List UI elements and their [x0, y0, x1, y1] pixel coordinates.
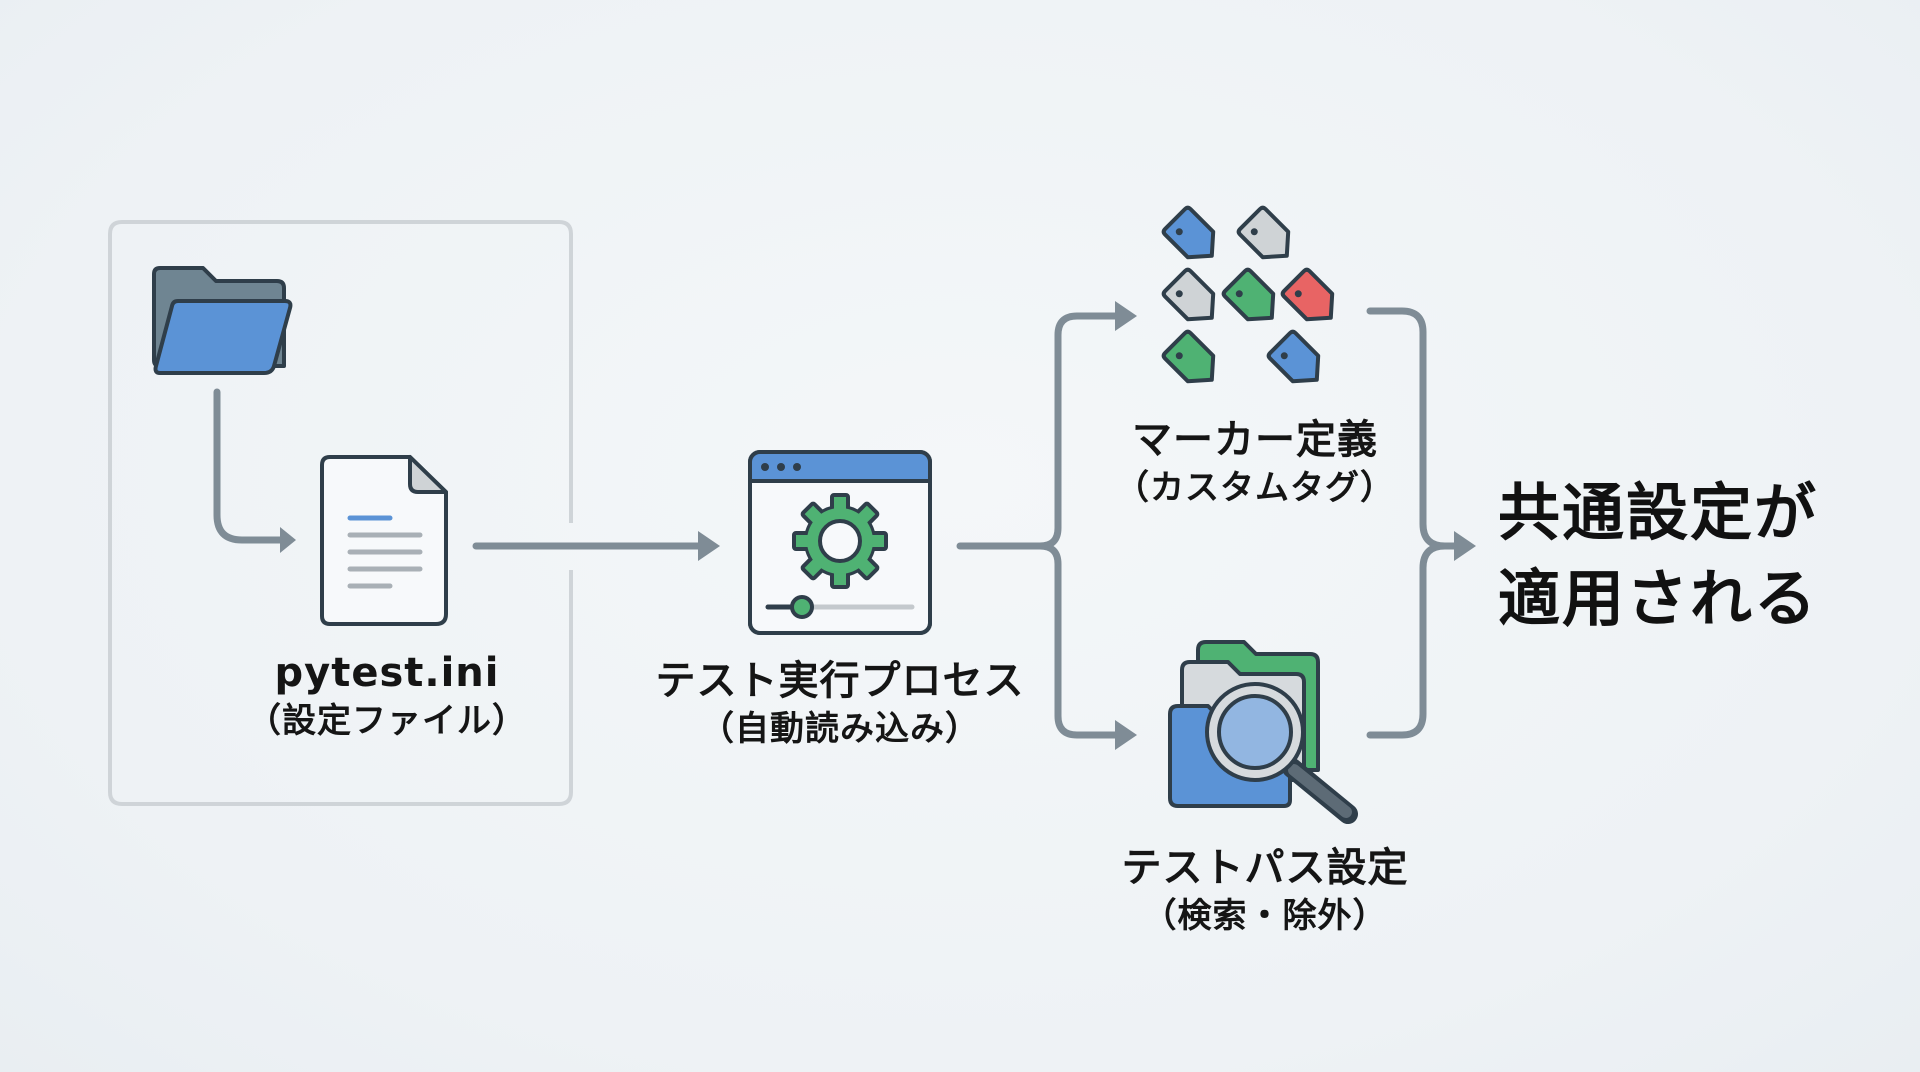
result-line-2: 適用される: [1498, 562, 1819, 635]
testpath-label: テストパス設定 （検索・除外）: [1100, 843, 1430, 939]
marker-caption: （カスタムタグ）: [1115, 468, 1395, 508]
document-icon: [320, 455, 448, 626]
config-group-box: [108, 220, 573, 806]
tag-icon: [1161, 267, 1216, 322]
tag-icon: [1266, 329, 1321, 384]
process-title: テスト実行プロセス: [655, 658, 1025, 704]
config-file-name: pytest.ini: [274, 650, 500, 696]
arrow-file-to-process: [472, 531, 720, 561]
window-gear-icon: [748, 450, 932, 635]
marker-title: マーカー定義: [1132, 417, 1378, 463]
arrow-split-to-branches: [956, 301, 1137, 750]
arrow-merge-to-result: [1366, 307, 1476, 739]
tag-icon: [1161, 205, 1216, 260]
process-caption: （自動読み込み）: [700, 709, 980, 749]
config-file-label: pytest.ini （設定ファイル）: [227, 648, 547, 744]
testpath-caption: （検索・除外）: [1142, 896, 1388, 936]
gear-icon: [792, 493, 888, 589]
progress-slider-icon: [765, 595, 915, 619]
arrow-folder-to-file: [213, 388, 296, 553]
config-file-caption: （設定ファイル）: [247, 701, 527, 741]
tag-icon: [1221, 267, 1276, 322]
tag-icon: [1280, 267, 1335, 322]
marker-label: マーカー定義 （カスタムタグ）: [1100, 415, 1410, 511]
tag-icon: [1161, 329, 1216, 384]
result-line-1: 共通設定が: [1498, 476, 1819, 549]
result-text: 共通設定が 適用される: [1498, 470, 1818, 642]
tags-icon: [1161, 205, 1335, 384]
magnifier-icon: [1205, 682, 1358, 824]
folder-open-icon: [152, 266, 293, 375]
folder-search-icon: [1168, 640, 1358, 824]
tag-icon: [1236, 205, 1291, 260]
testpath-title: テストパス設定: [1121, 845, 1409, 891]
process-label: テスト実行プロセス （自動読み込み）: [640, 656, 1040, 752]
